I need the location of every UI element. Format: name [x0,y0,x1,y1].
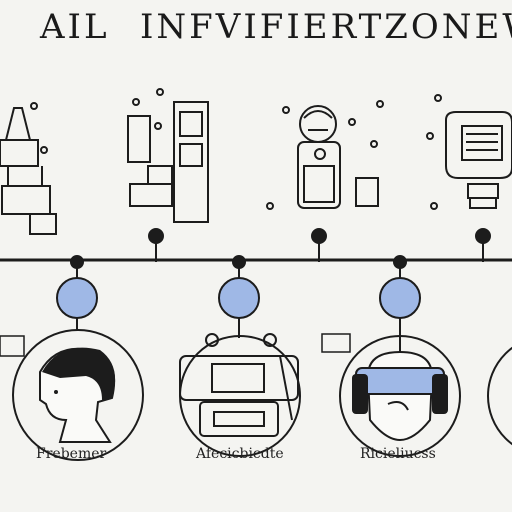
machine-portrait [179,318,301,457]
human-portrait [0,318,144,461]
caption-2: Afecicbicdte [195,446,284,462]
title-right: INFVIFIERTZONEW [140,7,512,47]
title-left: AIL [39,7,110,47]
caption-1: Frebemer [36,446,106,462]
lower-nodes [56,255,421,319]
upper-markers [148,228,491,262]
machine-illustration-1 [0,102,57,235]
robot-head-illustration [266,100,384,210]
partial-portrait-circle [487,346,512,446]
helmet-portrait [321,318,461,457]
node-1-circle [56,277,98,319]
node-3-circle [379,277,421,319]
server-illustration [127,88,209,223]
monitor-illustration [426,94,512,210]
node-2-circle [218,277,260,319]
caption-3: Ricieliucss [360,446,436,462]
